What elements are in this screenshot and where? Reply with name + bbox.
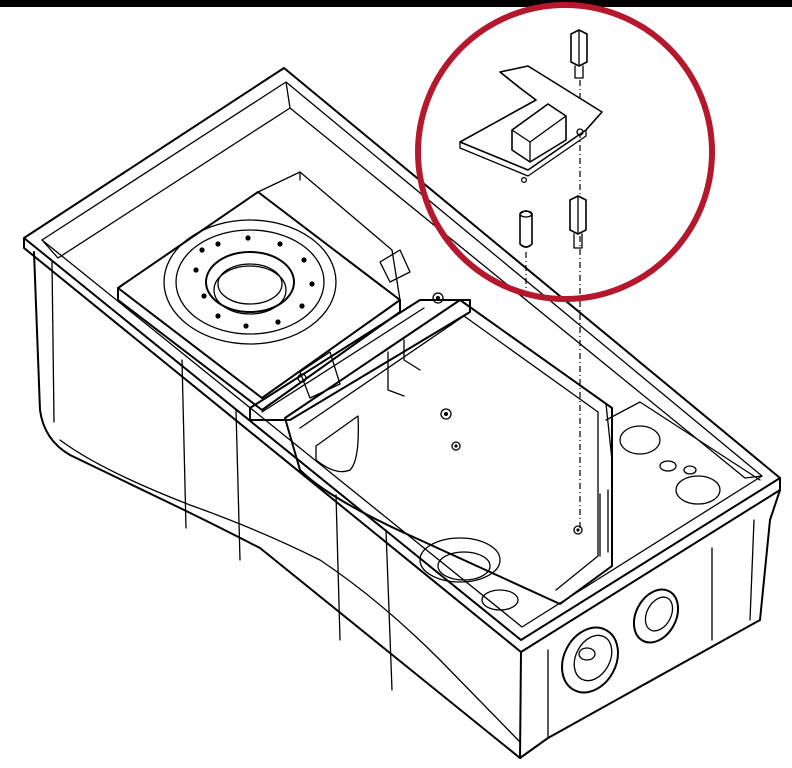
mount-bolt-holes (193, 235, 315, 329)
standoff-lower-right (569, 195, 587, 249)
terminal-block (511, 103, 567, 163)
circular-mount-plate (117, 171, 401, 411)
top-border-bar (0, 0, 792, 7)
divider-bracket (249, 249, 471, 421)
cable-entry-hole-left (561, 626, 619, 694)
detail-callout (415, 2, 715, 302)
assembly-center-lines (525, 80, 581, 530)
standoff-top (570, 29, 588, 79)
detail-callout-circle (415, 2, 715, 302)
enclosure-body (23, 67, 781, 759)
spacer-lower-left (519, 210, 533, 248)
cable-entry-hole-right (632, 588, 680, 644)
inner-compartment (284, 299, 761, 611)
